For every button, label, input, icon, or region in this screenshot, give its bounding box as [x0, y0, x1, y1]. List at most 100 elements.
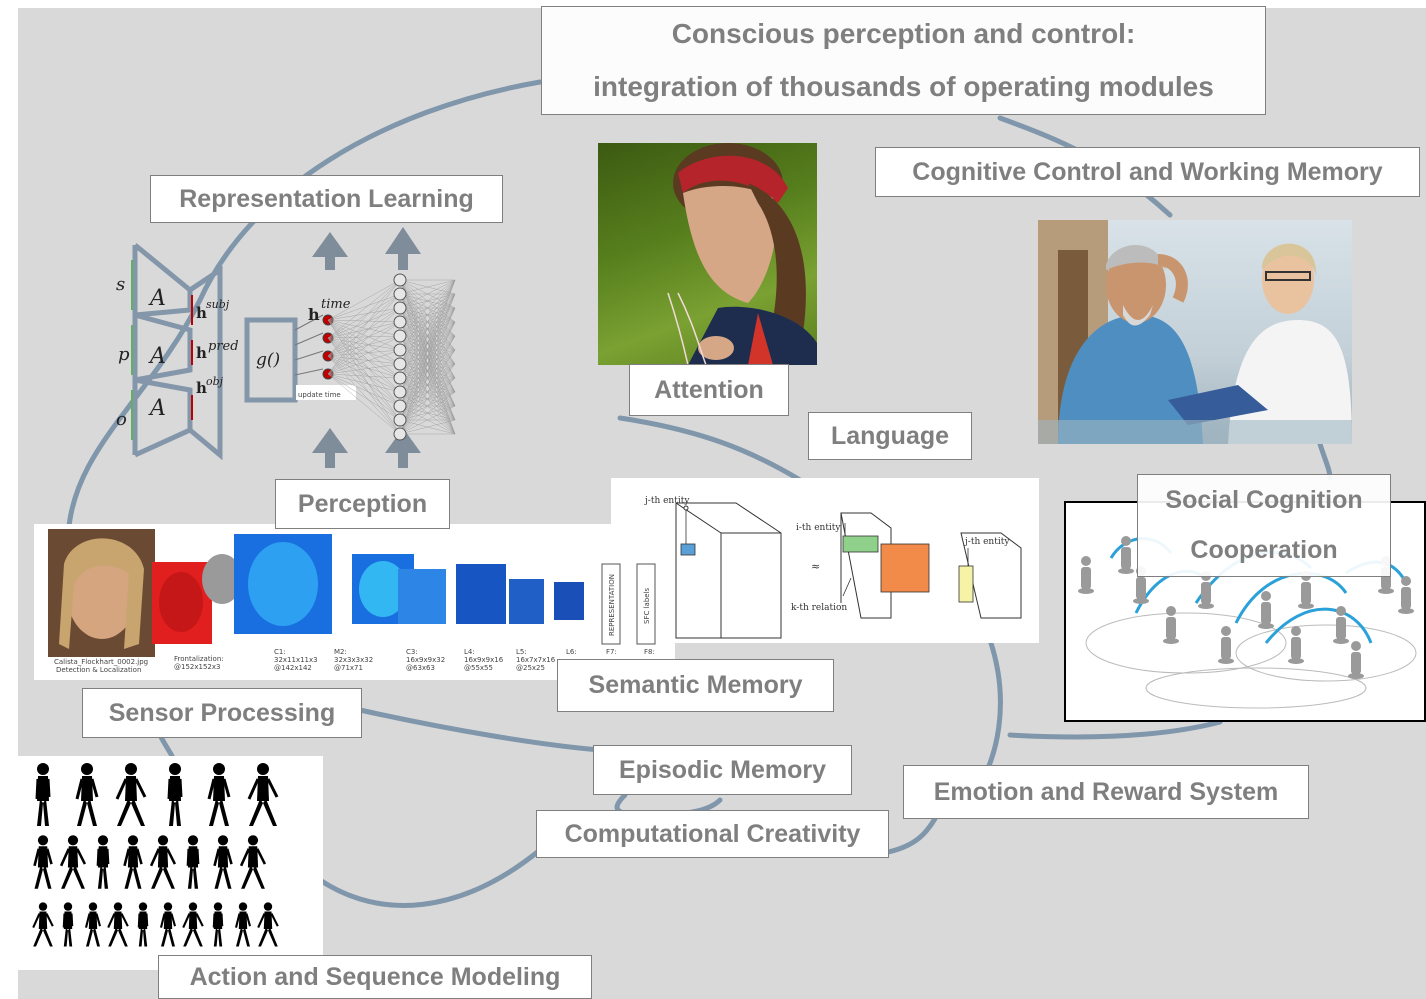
frontalization-2: @152x152x3 — [174, 663, 220, 671]
network-node — [393, 287, 407, 301]
curve-sensor-left — [157, 732, 175, 759]
stage-label: 16x9x9x16 — [464, 656, 504, 664]
h-time-sup: time — [321, 297, 351, 312]
input-s: s — [116, 274, 125, 295]
label-attention: Attention — [629, 364, 789, 416]
network-node — [393, 371, 407, 385]
walker-silhouette — [84, 902, 102, 947]
walker-silhouette — [137, 902, 149, 947]
label-sensor-processing: Sensor Processing — [82, 688, 362, 738]
person-base — [1118, 568, 1134, 574]
label-cognitive-control: Cognitive Control and Working Memory — [875, 147, 1420, 197]
j-entity-right: j-th entity — [964, 537, 1010, 547]
walker-silhouette — [149, 835, 177, 889]
doctor-photo — [1038, 220, 1352, 444]
network-node — [393, 329, 407, 343]
walker-silhouette — [213, 835, 233, 889]
person-head — [1221, 626, 1231, 636]
walker-silhouette — [186, 835, 200, 889]
person-head — [1081, 556, 1091, 566]
person-head — [1261, 591, 1271, 601]
network-node — [393, 273, 407, 287]
silhouettes-illustration — [32, 763, 279, 947]
block-a-1: A — [148, 286, 166, 311]
walker-silhouette — [239, 835, 267, 889]
person-body — [1221, 637, 1231, 659]
network-node — [393, 399, 407, 413]
stage-label: @25x25 — [516, 664, 545, 672]
stage-label: 32x11x11x3 — [274, 656, 318, 664]
stage-label: @142x142 — [274, 664, 312, 672]
stage-label: 16x9x9x32 — [406, 656, 445, 664]
stage-label: @63x63 — [406, 664, 435, 672]
label-representation-learning: Representation Learning — [150, 175, 503, 223]
person-body — [1261, 602, 1271, 624]
g-function: g() — [256, 350, 280, 370]
tensor-illustration: j-th entity i-th entity j-th entity k-th… — [644, 496, 1022, 639]
stage-label: @71x71 — [334, 664, 363, 672]
person-base — [1288, 658, 1304, 664]
representation-label: REPRESENTATION — [608, 574, 616, 636]
person-body — [1166, 617, 1176, 639]
label-semantic-memory: Semantic Memory — [557, 659, 834, 712]
network-node — [393, 343, 407, 357]
walker-silhouette — [107, 902, 129, 947]
network-node — [393, 385, 407, 399]
person-base — [1333, 638, 1349, 644]
representation-svg: s p o A A A h subj h pred h obj g() h ti… — [116, 243, 456, 460]
stage-label: F7: — [606, 648, 617, 656]
i-entity: i-th entity — [796, 523, 841, 533]
stage-label: C1: — [274, 648, 286, 656]
frontalization-1: Frontalization: — [174, 655, 224, 663]
person-base — [1163, 638, 1179, 644]
face-caption-1: Calista_Flockhart_0002.jpg — [54, 658, 148, 666]
person-body — [1081, 567, 1091, 589]
label-cooperation: Cooperation — [1190, 536, 1338, 565]
j-entity-top: j-th entity — [644, 496, 690, 506]
stage-label: 16x7x7x16 — [516, 656, 556, 664]
person-base — [1133, 598, 1149, 604]
walker-silhouette — [115, 763, 147, 826]
label-perception: Perception — [275, 479, 450, 529]
label-social-cognition: Social Cognition — [1165, 485, 1363, 514]
curve-outer-loop — [65, 79, 543, 543]
walker-silhouette — [75, 763, 99, 826]
walker-silhouette — [159, 902, 177, 947]
walker-silhouette — [207, 763, 231, 826]
stage-label: L4: — [464, 648, 475, 656]
face-pipeline-figure: Calista_Flockhart_0002.jpg Detection & L… — [34, 524, 675, 680]
person-head — [1336, 606, 1346, 616]
title-box: Conscious perception and control: integr… — [541, 6, 1266, 115]
title-line2: integration of thousands of operating mo… — [593, 71, 1214, 103]
stage-label: C3: — [406, 648, 418, 656]
h-obj-sup: obj — [206, 375, 224, 388]
k-relation: k-th relation — [791, 603, 847, 613]
curve-attention-language — [617, 415, 803, 483]
person-body — [1121, 547, 1131, 569]
person-body — [1301, 582, 1311, 604]
person-base — [1378, 588, 1394, 594]
network-node — [393, 357, 407, 371]
person-base — [1348, 673, 1364, 679]
face-caption-2: Detection & Localization — [56, 666, 141, 674]
walker-silhouette — [167, 763, 183, 826]
stage-label: 32x3x3x32 — [334, 656, 373, 664]
stage-label: L6: — [566, 648, 577, 656]
walker-silhouette — [96, 835, 110, 889]
h-pred-h: h — [196, 344, 207, 362]
person-base — [1078, 588, 1094, 594]
walker-silhouette — [212, 902, 224, 947]
label-language: Language — [808, 412, 972, 460]
person-body — [1401, 587, 1411, 609]
network-node — [393, 315, 407, 329]
attention-photo — [598, 143, 817, 365]
person-head — [1166, 606, 1176, 616]
label-social-cognition-box: Social Cognition Cooperation — [1137, 474, 1391, 577]
curve-social-link — [1317, 441, 1333, 481]
input-p: p — [118, 344, 130, 365]
person-base — [1258, 623, 1274, 629]
stage-label: F8: — [644, 648, 655, 656]
network-node — [393, 301, 407, 315]
curve-creativity-bottom — [317, 847, 543, 908]
walker-silhouette — [33, 835, 53, 889]
